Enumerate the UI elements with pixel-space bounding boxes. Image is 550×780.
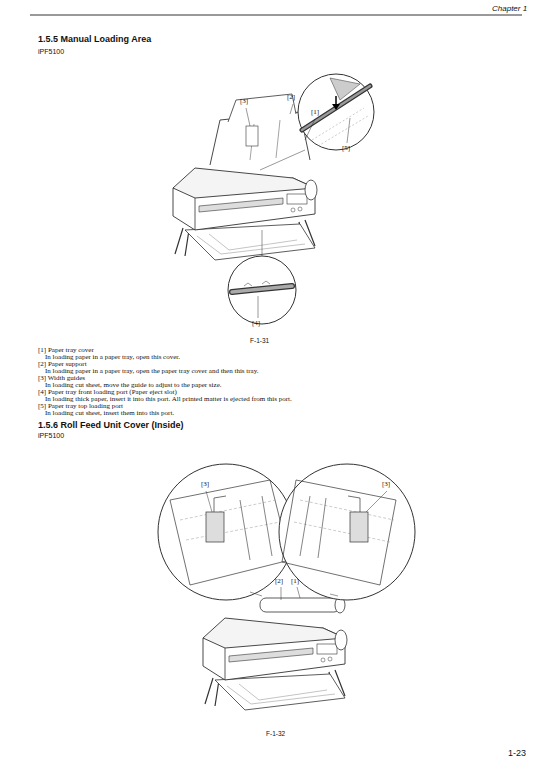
part-name: [3] Width guides	[38, 374, 85, 382]
chapter-header: Chapter 1	[492, 4, 527, 14]
model-name: iPF5100	[38, 432, 64, 440]
callout-number: [1]	[291, 577, 299, 585]
callout-number: [2]	[275, 577, 283, 585]
callout-number: [3]	[201, 480, 209, 488]
part-description: In loading cut sheet, insert them into t…	[45, 409, 174, 417]
callout-number: [4]	[252, 319, 260, 327]
callout-number: [1]	[311, 108, 319, 116]
section-heading: 1.5.6 Roll Feed Unit Cover (Inside)	[38, 420, 184, 431]
part-description: In loading paper in a paper tray, open t…	[45, 367, 258, 375]
callout-number: [3]	[382, 480, 390, 488]
part-description: In loading paper in a paper tray, open t…	[45, 353, 180, 361]
part-name: [2] Paper support	[38, 360, 87, 368]
model-name: iPF5100	[38, 48, 64, 56]
part-name: [1] Paper tray cover	[38, 346, 94, 354]
figure-number: F-1-32	[266, 730, 285, 738]
part-description: In loading thick paper, insert it into t…	[45, 395, 292, 403]
figure-number: F-1-31	[250, 337, 269, 345]
callout-number: [5]	[342, 144, 350, 152]
part-name: [5] Paper tray top loading port	[38, 402, 123, 410]
part-description: In loading cut sheet, move the guide to …	[45, 381, 222, 389]
section-heading: 1.5.5 Manual Loading Area	[38, 34, 151, 45]
part-name: [4] Paper tray front loading port (Paper…	[38, 388, 177, 396]
callout-number: [2]	[287, 93, 295, 101]
callout-number: [3]	[240, 97, 248, 105]
page-number: 1-23	[508, 748, 526, 759]
